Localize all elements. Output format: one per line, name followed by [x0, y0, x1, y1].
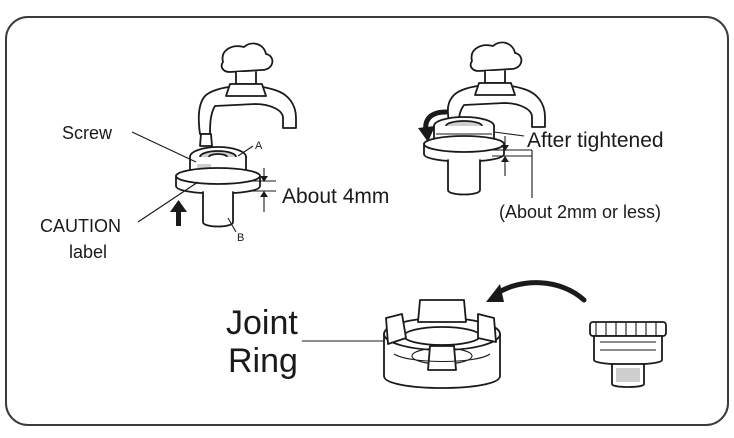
- after-tightened-leader: [493, 131, 525, 137]
- about-4mm-label: About 4mm: [282, 185, 389, 208]
- joint-ring-icon: [383, 299, 501, 389]
- screw-leader: [131, 131, 197, 163]
- diagram-frame: [5, 16, 729, 426]
- curved-arrow-icon: [486, 280, 587, 303]
- gap-indicator-4mm: [248, 168, 276, 212]
- joint-ring-label-line2: Ring: [228, 342, 298, 380]
- mark-b-label: B: [237, 232, 244, 244]
- mark-a-label: A: [255, 140, 263, 152]
- curved-arrow-icon: [418, 109, 449, 142]
- joint-ring-label: Joint: [226, 304, 298, 342]
- faucet-adapter-tight: [423, 116, 505, 196]
- screw-label: Screw: [62, 123, 113, 143]
- arrow-up-icon: [170, 200, 187, 226]
- after-tightened-label: After tightened: [527, 129, 664, 152]
- faucet-icon: [446, 41, 546, 128]
- gap-indicator-2mm: [492, 136, 533, 198]
- caution-label-line2: label: [69, 242, 107, 262]
- about-2mm-label: (About 2mm or less): [499, 202, 661, 222]
- caution-label: CAUTION: [40, 216, 121, 236]
- caution-leader: [137, 181, 199, 223]
- faucet-icon: [197, 42, 297, 147]
- adapter-assembly-icon: [589, 321, 667, 388]
- faucet-adapter-loose: [175, 146, 261, 228]
